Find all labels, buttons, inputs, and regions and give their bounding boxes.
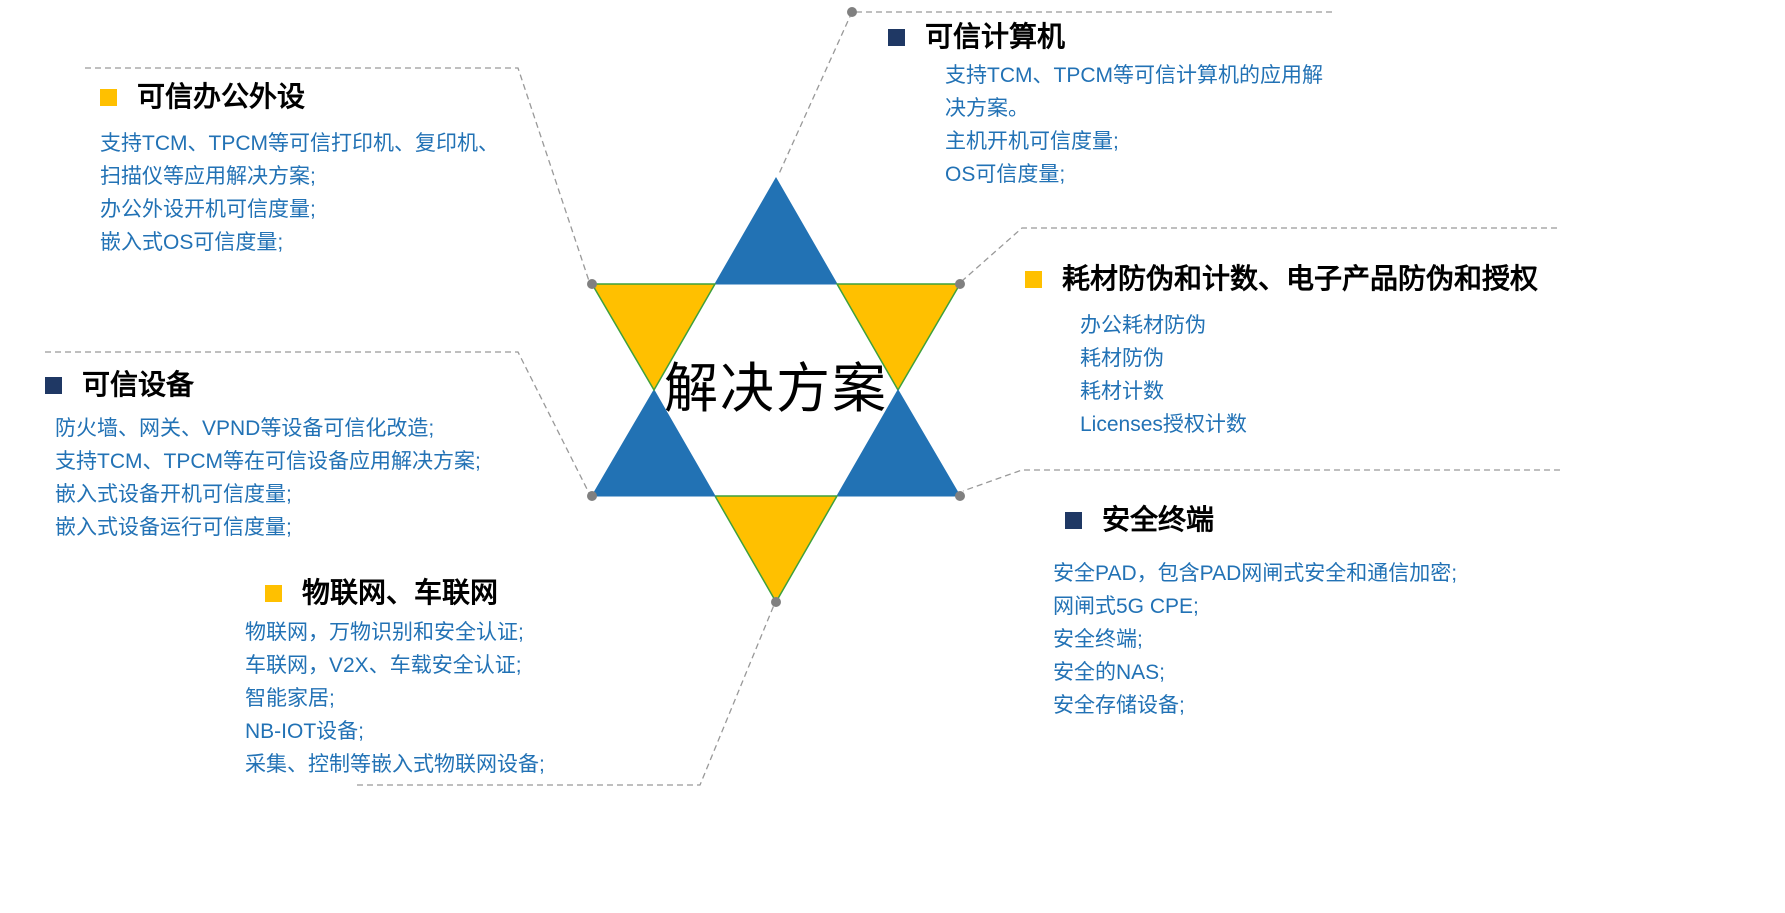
section-line: Licenses授权计数	[1080, 413, 1247, 436]
star-triangle-lower-left	[591, 389, 716, 497]
section-line: 采集、控制等嵌入式物联网设备;	[245, 753, 545, 776]
section-line: 防火墙、网关、VPND等设备可信化改造;	[55, 417, 435, 440]
section-title: 可信办公外设	[100, 80, 560, 114]
section-line: 网闸式5G CPE;	[1053, 595, 1199, 618]
center-label: 解决方案	[664, 359, 888, 419]
section-line: 支持TCM、TPCM等在可信设备应用解决方案;	[55, 450, 481, 473]
section-iot-iov: 物联网、车联网 物联网，万物识别和安全认证; 车联网，V2X、车载安全认证; 智…	[245, 576, 725, 781]
section-line: 办公外设开机可信度量;	[100, 198, 316, 221]
section-line: 办公耗材防伪	[1080, 314, 1206, 337]
connector-dot-bottom	[771, 597, 781, 607]
connector-dot-upper-right	[955, 279, 965, 289]
section-secure-terminal: 安全终端 安全PAD，包含PAD网闸式安全和通信加密; 网闸式5G CPE; 安…	[1050, 503, 1580, 722]
section-line: 耗材计数	[1080, 380, 1164, 403]
connector-dot-lower-left	[587, 491, 597, 501]
section-line: 车联网，V2X、车载安全认证;	[245, 654, 522, 677]
section-line: 支持TCM、TPCM等可信计算机的应用解	[945, 64, 1323, 87]
navy-square-bullet-icon	[45, 376, 62, 394]
connector-dot-upper-left	[587, 279, 597, 289]
star-triangle-upper-left	[590, 283, 717, 392]
section-line: 决方案。	[945, 97, 1029, 120]
star-triangle-upper-right	[835, 283, 962, 392]
section-title-text: 可信计算机	[925, 21, 1066, 52]
section-line: OS可信度量;	[945, 163, 1066, 186]
star-triangle-lower-right	[836, 389, 961, 497]
section-line: 智能家居;	[245, 687, 335, 710]
section-title-text: 安全终端	[1102, 504, 1215, 535]
section-line: 嵌入式设备开机可信度量;	[55, 483, 292, 506]
section-trusted-office-peripherals: 可信办公外设 支持TCM、TPCM等可信打印机、复印机、 扫描仪等应用解决方案;…	[100, 80, 560, 259]
section-title-text: 物联网、车联网	[302, 577, 499, 608]
section-trusted-computer: 可信计算机 支持TCM、TPCM等可信计算机的应用解 决方案。 主机开机可信度量…	[888, 20, 1328, 191]
section-line: 嵌入式OS可信度量;	[100, 231, 284, 254]
section-title: 耗材防伪和计数、电子产品防伪和授权	[1025, 262, 1575, 296]
star-triangle-top	[714, 176, 838, 285]
section-title-text: 可信办公外设	[137, 81, 306, 112]
section-line: 嵌入式设备运行可信度量;	[55, 516, 292, 539]
section-line: 支持TCM、TPCM等可信打印机、复印机、	[100, 132, 499, 155]
navy-square-bullet-icon	[1065, 511, 1082, 529]
section-line: 安全终端;	[1053, 628, 1143, 651]
connector-dot-lower-right	[955, 491, 965, 501]
section-line: 安全PAD，包含PAD网闸式安全和通信加密;	[1053, 562, 1458, 585]
section-consumables-anticounterfeit: 耗材防伪和计数、电子产品防伪和授权 办公耗材防伪 耗材防伪 耗材计数 Licen…	[1025, 262, 1575, 441]
section-line: 安全存储设备;	[1053, 694, 1185, 717]
connector-line-right	[961, 227, 1557, 282]
yellow-square-bullet-icon	[265, 584, 282, 602]
section-title-text: 耗材防伪和计数、电子产品防伪和授权	[1062, 263, 1539, 294]
section-line: 安全的NAS;	[1053, 661, 1166, 684]
navy-square-bullet-icon	[888, 28, 905, 46]
section-title-text: 可信设备	[82, 369, 195, 400]
connector-line-bottom	[357, 604, 775, 786]
section-title: 可信计算机	[888, 20, 1328, 54]
yellow-square-bullet-icon	[1025, 270, 1042, 288]
connector-dot-top-bend	[847, 7, 857, 17]
section-title: 安全终端	[1065, 503, 1580, 537]
star-triangle-bottom	[713, 495, 839, 604]
connector-line-top-left	[85, 67, 590, 282]
section-title: 可信设备	[45, 368, 555, 402]
section-line: 物联网，万物识别和安全认证;	[245, 621, 524, 644]
section-trusted-devices: 可信设备 防火墙、网关、VPND等设备可信化改造; 支持TCM、TPCM等在可信…	[45, 368, 555, 544]
connector-line-bottom-right	[962, 469, 1560, 492]
section-line: 主机开机可信度量;	[945, 130, 1119, 153]
section-line: 扫描仪等应用解决方案;	[100, 165, 316, 188]
section-line: NB-IOT设备;	[245, 720, 364, 743]
yellow-square-bullet-icon	[100, 88, 117, 106]
section-title: 物联网、车联网	[265, 576, 725, 610]
section-line: 耗材防伪	[1080, 347, 1164, 370]
connector-line-left	[45, 351, 590, 494]
